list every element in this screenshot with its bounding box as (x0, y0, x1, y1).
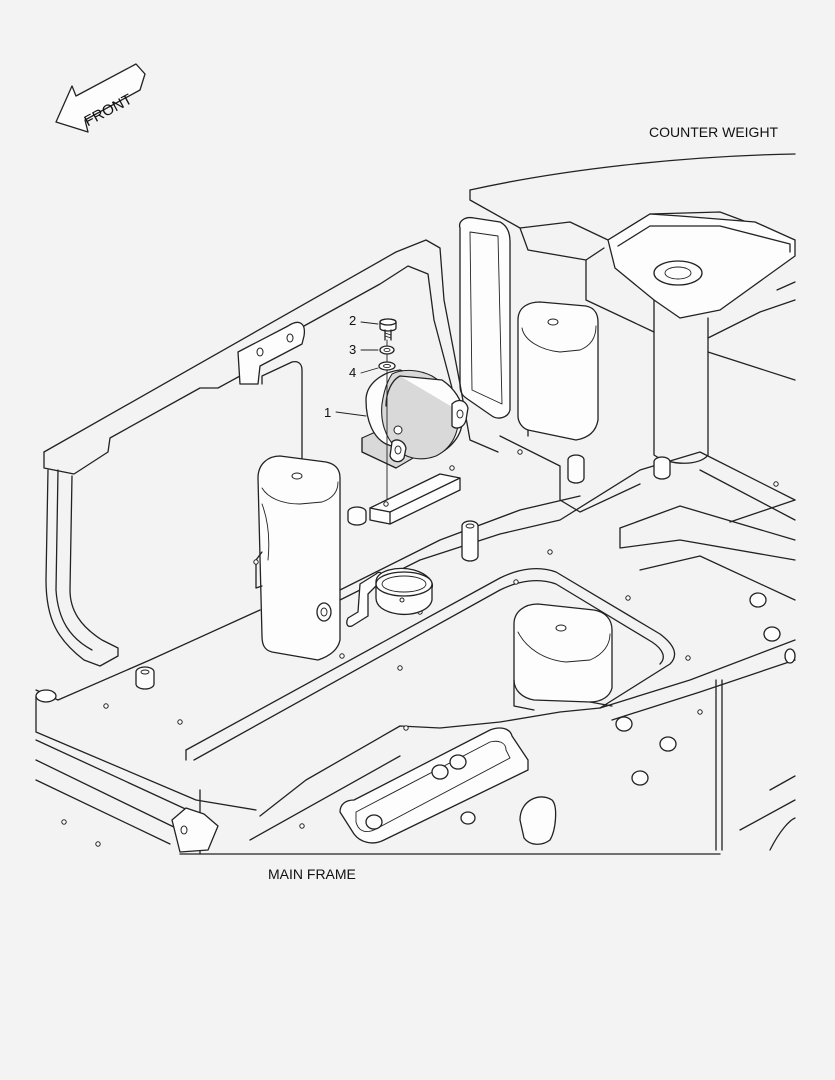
mounting-pad (369, 473, 461, 525)
part-4-flat-washer (378, 361, 396, 371)
front-arrow: FRONT (55, 63, 146, 133)
callout-1: 1 (324, 405, 367, 420)
callout-3: 3 (349, 342, 379, 357)
callout-4-number: 4 (349, 365, 356, 380)
main-frame (35, 239, 796, 855)
clamp-collar (346, 567, 434, 628)
counter-weight-label: COUNTER WEIGHT (649, 124, 779, 140)
part-2-bolt (379, 318, 397, 341)
frame-bosses (135, 454, 796, 786)
callout-4: 4 (349, 365, 379, 380)
callout-2: 2 (349, 313, 379, 328)
counter-weight (458, 153, 796, 464)
callout-1-number: 1 (324, 405, 331, 420)
frame-holes (61, 449, 779, 847)
callout-2-number: 2 (349, 313, 356, 328)
part-1-unit (361, 369, 469, 469)
part-3-lock-washer (379, 345, 395, 355)
main-frame-label: MAIN FRAME (268, 866, 356, 882)
callout-3-number: 3 (349, 342, 356, 357)
